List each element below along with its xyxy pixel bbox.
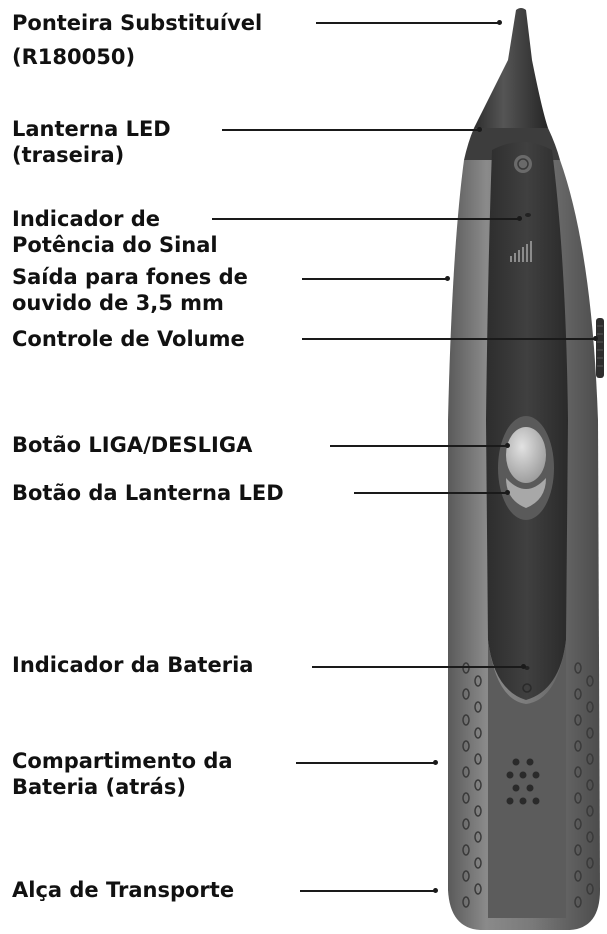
volume-wheel (596, 318, 604, 378)
label-led-rear: Lanterna LED (traseira) (12, 116, 171, 168)
leader-line-battery-compartment (296, 760, 438, 765)
leader-line-tip (316, 20, 502, 25)
label-line1: Ponteira Substituível (12, 11, 263, 35)
label-replaceable-tip: Ponteira Substituível (R180050) (12, 10, 262, 70)
speaker-grille (506, 758, 540, 805)
label-line1: Compartimento da (12, 749, 233, 773)
leader-line-battery-indicator (312, 664, 526, 669)
label-led-button: Botão da Lanterna LED (12, 480, 284, 506)
label-headphone-jack: Saída para fones de ouvido de 3,5 mm (12, 264, 248, 316)
led-button (506, 478, 546, 508)
label-line1: Lanterna LED (12, 117, 171, 141)
label-line1: Saída para fones de (12, 265, 248, 289)
label-line2: ouvido de 3,5 mm (12, 291, 224, 315)
label-line1: Indicador da Bateria (12, 653, 254, 677)
leader-line-volume (302, 336, 598, 341)
label-line2: Potência do Sinal (12, 233, 218, 257)
signal-bars-icon (510, 241, 532, 262)
logo-emblem (514, 155, 532, 173)
label-line2: (R180050) (12, 45, 136, 69)
label-power-button: Botão LIGA/DESLIGA (12, 432, 252, 458)
label-line1: Alça de Transporte (12, 878, 235, 902)
label-volume-control: Controle de Volume (12, 326, 245, 352)
label-line1: Botão LIGA/DESLIGA (12, 433, 253, 457)
label-battery-indicator: Indicador da Bateria (12, 652, 253, 678)
label-line1: Indicador de (12, 207, 161, 231)
leader-line-led-rear (222, 127, 482, 132)
battery-icon (522, 683, 532, 693)
label-line1: Botão da Lanterna LED (12, 481, 284, 505)
leader-line-carry-strap (300, 888, 438, 893)
leader-line-power (330, 443, 510, 448)
label-signal-indicator: Indicador de Potência do Sinal (12, 206, 218, 258)
leader-line-headphone (302, 276, 450, 281)
leader-line-signal (212, 216, 522, 221)
signal-led (525, 213, 531, 217)
label-battery-compartment: Compartimento da Bateria (atrás) (12, 748, 233, 800)
leader-line-led-button (354, 490, 510, 495)
replaceable-tip (474, 8, 548, 128)
label-line2: Bateria (atrás) (12, 775, 186, 799)
grip-dimples-left (462, 662, 482, 908)
label-line2: (traseira) (12, 143, 125, 167)
power-button (506, 427, 546, 483)
label-carry-strap: Alça de Transporte (12, 877, 234, 903)
grip-dimples-right (574, 662, 594, 908)
lower-strip (488, 640, 566, 918)
label-line1: Controle de Volume (12, 327, 245, 351)
